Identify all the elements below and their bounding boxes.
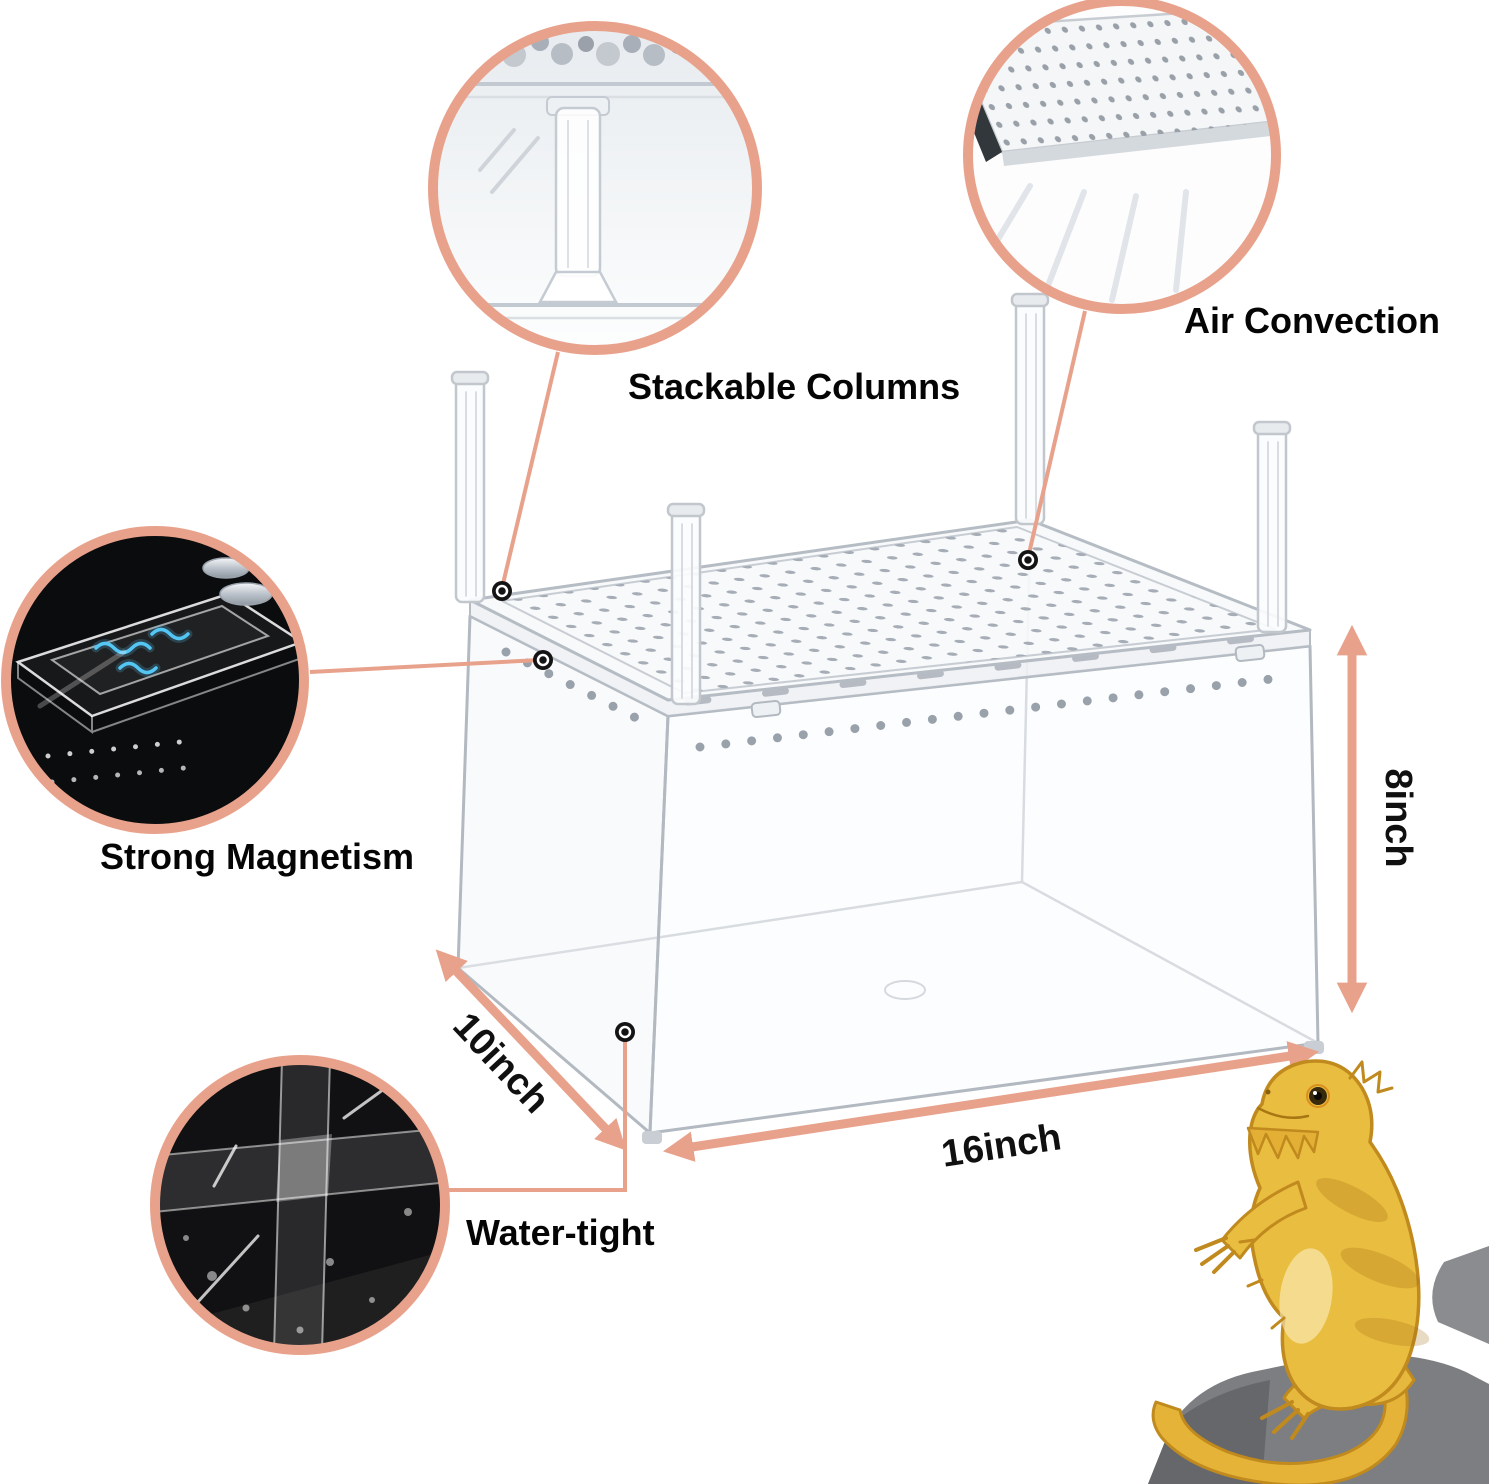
terrarium-box [456, 518, 1324, 1144]
feature-label-air-convection: Air Convection [1184, 300, 1441, 341]
anchor-dot [533, 650, 553, 670]
lizard-body [1247, 1059, 1421, 1411]
rock-image [1432, 1246, 1489, 1344]
lizard-front-leg [1220, 1180, 1308, 1260]
depth-dimension-arrow [435, 949, 627, 1151]
acrylic-seam-closeup-photo [159, 1064, 441, 1346]
stackable-post [1010, 292, 1050, 526]
bearded-dragon-image [1148, 1059, 1489, 1484]
callout-circle-stackable-columns [428, 21, 762, 355]
height-dimension-label: 8inch [1377, 768, 1419, 867]
lizard-front-toes [1194, 1236, 1236, 1274]
anchor-dot [492, 581, 512, 601]
lizard-beard-spikes [1246, 1126, 1320, 1160]
feature-label-stackable-columns: Stackable Columns [628, 366, 961, 407]
lizard-mouth [1256, 1106, 1310, 1119]
lizard-hind-toes [1260, 1400, 1310, 1440]
callout-circle-air-convection [963, 0, 1281, 314]
connector-line-magnet [309, 658, 541, 674]
lid-latch [1234, 643, 1266, 663]
lizard-band [1316, 1177, 1388, 1223]
box-floor-mark [884, 980, 926, 1000]
lizard-side-spikes [1238, 1238, 1286, 1330]
vent-holes-left [501, 647, 653, 729]
box-foot [642, 1131, 662, 1144]
feature-label-strong-magnetism: Strong Magnetism [100, 836, 415, 877]
anchor-dot [1018, 550, 1038, 570]
lizard-head-spikes [1348, 1060, 1394, 1094]
terrarium-illustration [450, 292, 1324, 1144]
callout-circle-water-tight [150, 1055, 450, 1355]
stackable-post [1252, 420, 1292, 634]
stackable-post [666, 502, 706, 706]
lid-hinge-segments [684, 630, 1296, 706]
connector-line-stackable [500, 351, 560, 589]
callout-ring [428, 21, 762, 355]
lizard-eye-ring [1306, 1084, 1330, 1108]
length-dimension-label: 16inch [939, 1116, 1064, 1176]
callout-ring [1, 526, 309, 834]
callout-ring [150, 1055, 450, 1355]
lizard-nostril [1265, 1089, 1271, 1095]
callout-ring [963, 0, 1281, 314]
stackable-column-closeup-photo [437, 30, 753, 346]
lizard-belly [1279, 1248, 1333, 1344]
lizard-eye-highlight [1313, 1091, 1317, 1095]
perforated-lid-closeup-photo [972, 5, 1272, 305]
lizard-band [1354, 1317, 1430, 1347]
stackable-post [450, 370, 490, 604]
length-dimension-arrow [662, 1041, 1320, 1162]
callout-circle-strong-magnetism [1, 526, 309, 834]
box-front-face [648, 644, 1320, 1135]
lizard-band [1340, 1247, 1420, 1289]
anchor-dot [615, 1022, 635, 1042]
lid-latch [750, 699, 782, 719]
stackable-posts [450, 292, 1292, 706]
connector-line-air [1026, 310, 1087, 559]
feature-label-water-tight: Water-tight [466, 1212, 655, 1253]
